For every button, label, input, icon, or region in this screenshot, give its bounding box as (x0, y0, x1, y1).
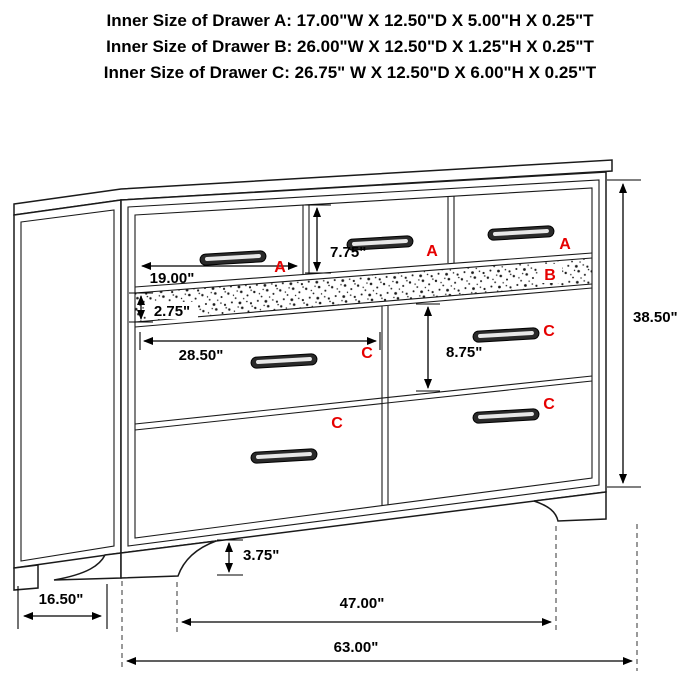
handle-icon (472, 327, 540, 343)
handle-icon (487, 225, 555, 241)
drawer-letter-labels: A A A B C C C C (274, 236, 571, 432)
title-block: Inner Size of Drawer A: 17.00"W X 12.50"… (0, 8, 700, 86)
handle-icon (250, 448, 318, 464)
width-6300-label: 63.00" (334, 639, 379, 656)
drawer-a3-label: A (559, 236, 571, 253)
divider-line (134, 375, 593, 425)
divider-line (134, 380, 593, 431)
front-left-foot (120, 540, 217, 579)
back-left-foot (13, 564, 39, 591)
height-775-label: 7.75" (330, 244, 366, 261)
side-panel-inner-line (20, 209, 115, 562)
handle-icon (346, 235, 414, 251)
drawer-c-middle-right-label: C (543, 323, 555, 340)
front-left-foot-side (53, 552, 122, 581)
label-backing (146, 302, 198, 319)
front-face-mid-frame (127, 179, 600, 547)
drawer-a1-label: A (274, 259, 286, 276)
height-875-label: 8.75" (446, 344, 482, 361)
label-backing (538, 264, 562, 283)
divider-line (134, 287, 593, 328)
drawer-c-bottom-right-label: C (543, 396, 555, 413)
divider-line (134, 252, 593, 288)
height-3850-label: 38.50" (633, 309, 678, 326)
width-2850-label: 28.50" (179, 347, 224, 364)
drawer-a2-label: A (426, 243, 438, 260)
handle-icon (472, 408, 540, 424)
height-275-label: 2.75" (154, 303, 190, 320)
drawer-b-label: B (544, 267, 556, 284)
dimension-lines (17, 179, 641, 671)
front-face-inner-frame (134, 187, 593, 539)
width-19-label: 19.00" (150, 270, 195, 287)
handle-icon (250, 353, 318, 369)
drawer-c-bottom-left-label: C (331, 415, 343, 432)
drawer-a-size-text: Inner Size of Drawer A: 17.00"W X 12.50"… (106, 11, 594, 30)
dimension-labels: 19.00" 7.75" 2.75" 28.50" 8.75" 38.50" 3… (39, 244, 678, 656)
jewelry-drawer-sparkle-band (135, 258, 592, 322)
drawer-b-size-text: Inner Size of Drawer B: 26.00"W X 12.50"… (106, 37, 594, 56)
front-right-foot (533, 491, 607, 522)
drawer-c-size-text: Inner Size of Drawer C: 26.75" W X 12.50… (103, 63, 597, 82)
dresser-side-panel (13, 199, 122, 569)
drawer-c-middle-left-label: C (361, 345, 373, 362)
depth-1650-label: 16.50" (39, 591, 84, 608)
drawer-handles (199, 225, 555, 464)
width-4700-label: 47.00" (340, 595, 385, 612)
handle-icon (199, 250, 267, 266)
leg-height-label: 3.75" (243, 547, 279, 564)
